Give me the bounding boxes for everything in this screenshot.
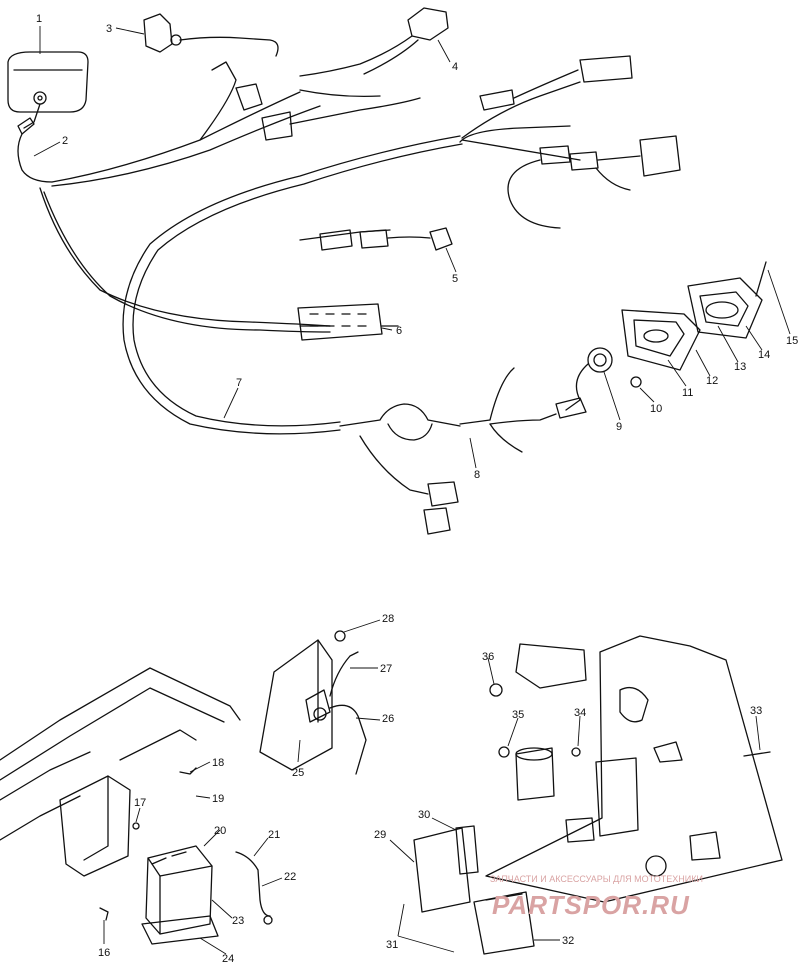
- callout-27: 27: [380, 663, 392, 675]
- callout-4: 4: [452, 61, 458, 73]
- callout-26: 26: [382, 713, 394, 725]
- callout-6: 6: [396, 325, 402, 337]
- right-branch: [459, 55, 681, 229]
- callout-19: 19: [212, 793, 224, 805]
- callout-20: 20: [214, 825, 226, 837]
- callout-14: 14: [758, 349, 770, 361]
- watermark: ЗАПЧАСТИ И АКСЕССУАРЫ ДЛЯ МОТОТЕХНИКИ PA…: [490, 874, 703, 920]
- callout-35: 35: [512, 709, 524, 721]
- callout-28: 28: [382, 613, 394, 625]
- callout-31: 31: [386, 939, 398, 951]
- callout-24: 24: [222, 953, 234, 965]
- callout-labels: 1 2 3 4 5 6 7 8 9 10 11 12 13 14 15 16 1…: [36, 13, 798, 965]
- callout-15: 15: [786, 335, 798, 347]
- callout-18: 18: [212, 757, 224, 769]
- bracket-assembly: [259, 630, 367, 775]
- part-7-loom: [122, 135, 463, 435]
- callout-11: 11: [682, 387, 693, 399]
- part-5-connector: [299, 227, 453, 251]
- callout-17: 17: [134, 797, 146, 809]
- callout-22: 22: [284, 871, 296, 883]
- callout-12: 12: [706, 375, 718, 387]
- callout-16: 16: [98, 947, 110, 959]
- part-4-plug: [299, 7, 449, 77]
- callout-5: 5: [452, 273, 458, 285]
- callout-13: 13: [734, 361, 746, 373]
- callout-23: 23: [232, 915, 244, 927]
- part-3-switch: [143, 13, 279, 57]
- callout-32: 32: [562, 935, 574, 947]
- callout-30: 30: [418, 809, 430, 821]
- leader-lines: [33, 26, 791, 955]
- callout-3: 3: [106, 23, 112, 35]
- callout-29: 29: [374, 829, 386, 841]
- callout-7: 7: [236, 377, 242, 389]
- callout-9: 9: [616, 421, 622, 433]
- callout-36: 36: [482, 651, 494, 663]
- upper-harness: [39, 61, 421, 333]
- callout-34: 34: [574, 707, 586, 719]
- callout-2: 2: [62, 135, 68, 147]
- watermark-logo: PARTSPOR.RU: [492, 890, 690, 920]
- callout-1: 1: [36, 13, 42, 25]
- watermark-tagline: ЗАПЧАСТИ И АКСЕССУАРЫ ДЛЯ МОТОТЕХНИКИ: [490, 874, 703, 884]
- callout-33: 33: [750, 705, 762, 717]
- part-8-junction: [339, 367, 557, 535]
- part-1-headlight: [7, 51, 89, 129]
- taillight-assembly: [555, 261, 767, 419]
- callout-8: 8: [474, 469, 480, 481]
- part-6-terminal-block: [297, 303, 399, 341]
- callout-21: 21: [268, 829, 280, 841]
- frame-battery-assembly: [0, 667, 273, 945]
- callout-25: 25: [292, 767, 304, 779]
- mounting-plate-assembly: [413, 635, 783, 955]
- part-2-connector: [17, 117, 53, 183]
- callout-10: 10: [650, 403, 662, 415]
